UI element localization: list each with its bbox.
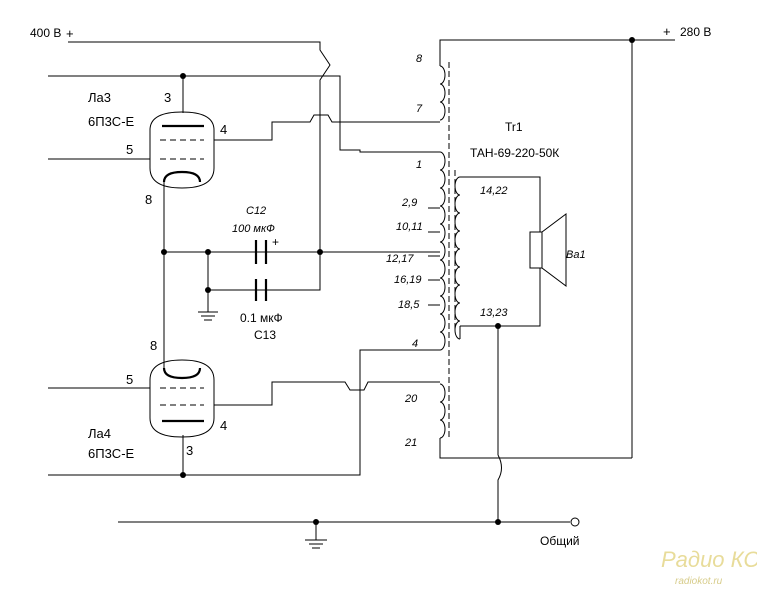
- speaker-cone-icon: [541, 213, 567, 287]
- wire-sec-bottom: [460, 286, 541, 327]
- speaker-icon: [529, 231, 543, 269]
- tube-top-ref: Ла3: [88, 90, 111, 105]
- wire-sec-top: [460, 176, 541, 232]
- tube-cathode-icon: [162, 170, 202, 183]
- supply-plus-left: +: [66, 26, 74, 41]
- wire-top-g2: [214, 114, 440, 141]
- tap-label-2-9: 2,9: [401, 197, 417, 209]
- terminals: [570, 517, 580, 527]
- speaker-ba1: [529, 213, 567, 287]
- c13-value: 0.1 мкФ: [240, 311, 283, 325]
- junction: [495, 323, 501, 329]
- ground-symbol-caps: [198, 311, 218, 321]
- wiring: [48, 39, 675, 540]
- tap-label-8: 8: [416, 53, 423, 65]
- ground-symbol-bus: [305, 539, 327, 549]
- c12-plus: +: [272, 235, 279, 249]
- terminal-ground: [570, 517, 580, 527]
- tap-label-18-5: 18,5: [398, 299, 420, 311]
- wire-tap21: [439, 438, 632, 459]
- tube-la3: [149, 111, 215, 189]
- tube-top-pin-g2: 4: [220, 122, 227, 137]
- watermark-logo: Радио КОТ radiokot.ru: [661, 547, 757, 587]
- capacitor-c13: [208, 279, 320, 301]
- ground-label: Общий: [540, 534, 580, 548]
- tube-envelope-icon: [149, 111, 215, 189]
- tube-top-pin-cathode: 8: [145, 192, 152, 207]
- transformer-ref: Tr1: [505, 120, 523, 134]
- wire-tap4: [183, 349, 440, 476]
- tap-label-16-19: 16,19: [394, 274, 422, 286]
- tube-top-type: 6П3С-Е: [88, 114, 135, 129]
- tube-bottom-pin-anode: 3: [186, 443, 193, 458]
- watermark-line1: Радио КОТ: [661, 547, 757, 572]
- supply-label-400v: 400 В: [30, 26, 61, 40]
- tube-cathode-icon: [162, 367, 202, 380]
- primary-winding-icon: [439, 383, 446, 439]
- sec-tap-label-14-22: 14,22: [480, 185, 508, 197]
- wire-280v-top: [439, 39, 675, 66]
- tube-envelope-icon: [149, 359, 215, 438]
- tap-label-4: 4: [412, 338, 418, 350]
- tap-label-20: 20: [404, 393, 418, 405]
- wire-bottom-g2: [214, 381, 440, 406]
- junction: [629, 37, 635, 43]
- transformer-tr1: [428, 62, 461, 440]
- tube-bottom-pin-g1: 5: [126, 372, 133, 387]
- tube-top-pin-g1: 5: [126, 142, 133, 157]
- junction: [205, 249, 211, 255]
- tube-bottom-type: 6П3С-Е: [88, 446, 135, 461]
- tap-label-1: 1: [416, 159, 422, 171]
- tap-label-7: 7: [416, 103, 423, 115]
- labels: 400 В + + 280 В Общий Ла3 6П3С-Е 3 4 5 8…: [30, 24, 711, 548]
- junction: [180, 472, 186, 478]
- junction: [180, 73, 186, 79]
- primary-winding-icon: [439, 65, 446, 121]
- primary-winding-icon: [439, 151, 446, 351]
- supply-plus-right: +: [663, 24, 671, 39]
- watermark-line2: radiokot.ru: [675, 576, 723, 587]
- tube-la4: [149, 359, 215, 438]
- tube-bottom-pin-cathode: 8: [150, 338, 157, 353]
- wire-400v-rail: [68, 41, 331, 291]
- tap-label-12-17: 12,17: [386, 253, 414, 265]
- supply-label-280v: 280 В: [680, 25, 711, 39]
- tap-label-10-11: 10,11: [396, 221, 423, 233]
- speaker-ref: Ba1: [566, 249, 586, 261]
- capacitor-c12: [254, 240, 320, 264]
- tap-label-21: 21: [404, 437, 417, 449]
- transformer-type: ТАН-69-220-50К: [470, 146, 559, 160]
- wire-sec-ground-crossover: [497, 454, 502, 522]
- junction: [495, 519, 501, 525]
- junction: [313, 519, 319, 525]
- tube-top-pin-anode: 3: [164, 90, 171, 105]
- wire-top-anode: [48, 75, 440, 153]
- c12-value: 100 мкФ: [232, 223, 275, 235]
- tap-markers: [428, 207, 440, 306]
- secondary-winding-icon: [454, 176, 461, 340]
- c12-ref: C12: [246, 205, 266, 217]
- tube-bottom-pin-g2: 4: [220, 418, 227, 433]
- tube-bottom-ref: Ла4: [88, 426, 111, 441]
- junction: [161, 249, 167, 255]
- sec-tap-label-13-23: 13,23: [480, 307, 508, 319]
- c13-ref: C13: [254, 328, 276, 342]
